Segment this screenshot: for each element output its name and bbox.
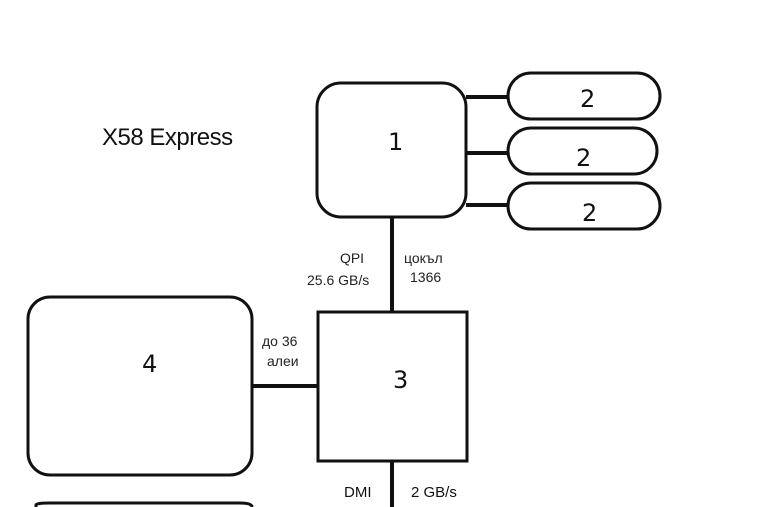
mem-3-label: 2 — [582, 199, 598, 227]
dmi-speed-label: 2 GB/s — [411, 484, 457, 501]
mem-block-2 — [506, 126, 659, 176]
lanes-line1-label: до 36 — [262, 333, 298, 349]
pcie-label: 4 — [142, 350, 158, 378]
chipset-label: 3 — [393, 366, 409, 394]
bottom-block-edge — [34, 501, 254, 507]
qpi-label: QPI — [339, 250, 365, 266]
cpu-label: 1 — [388, 128, 404, 156]
socket-number-label: 1366 — [410, 269, 442, 285]
cpu-block — [315, 81, 468, 219]
lanes-line2-label: алеи — [267, 353, 299, 369]
diagram-title: X58 Express — [102, 124, 233, 151]
mem-1-label: 2 — [580, 85, 596, 113]
pcie-block — [26, 295, 254, 477]
mem-2-label: 2 — [576, 144, 592, 172]
connectors — [252, 95, 508, 507]
qpi-speed-label: 25.6 GB/s — [307, 272, 370, 288]
mem-block-3 — [506, 181, 662, 231]
chipset-block — [316, 310, 469, 463]
socket-label: цокъл — [404, 250, 443, 266]
dmi-label: DMI — [344, 484, 372, 501]
mem-block-1 — [506, 71, 662, 121]
